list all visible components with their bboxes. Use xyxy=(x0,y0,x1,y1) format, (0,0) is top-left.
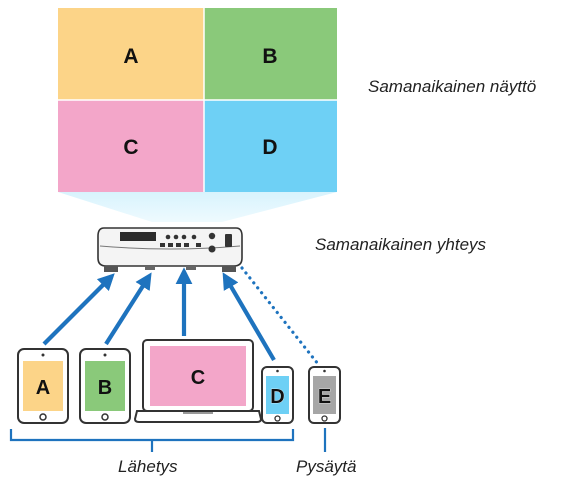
tablet-a-screen xyxy=(23,361,63,411)
screen-quadrant-b-label: B xyxy=(262,45,277,68)
phone-d-label: D xyxy=(270,386,284,408)
phone-e: E xyxy=(308,366,341,424)
projection-beam xyxy=(58,192,337,222)
laptop-c: C xyxy=(133,339,263,423)
screen-quadrant-a xyxy=(58,8,204,100)
laptop-c-label: C xyxy=(191,367,205,389)
tablet-b-screen xyxy=(85,361,125,411)
laptop-c-screen xyxy=(150,346,246,406)
send-group-bracket xyxy=(9,429,295,452)
simultaneous-display-caption: Samanaikainen näyttö xyxy=(368,77,537,96)
phone-d-screen xyxy=(266,376,289,414)
tablet-a: A xyxy=(17,348,69,424)
simultaneous-connection-caption: Samanaikainen yhteys xyxy=(315,235,487,254)
screen-quadrant-d-label: D xyxy=(262,136,277,159)
stop-group-label: Pysäytä xyxy=(296,457,357,476)
arrow-phone-d xyxy=(222,272,276,362)
tablet-b: B xyxy=(79,348,131,424)
tablet-b-label: B xyxy=(98,377,112,399)
phone-d: D xyxy=(261,366,294,424)
projection-screen: A B C D xyxy=(58,8,337,192)
screen-quadrant-a-label: A xyxy=(123,45,138,68)
tablet-a-label: A xyxy=(36,377,50,399)
phone-e-label: E xyxy=(318,386,331,408)
connection-arrows xyxy=(42,267,276,362)
arrow-tablet-a xyxy=(42,273,115,346)
screen-quadrant-c xyxy=(58,100,204,192)
phone-e-screen xyxy=(313,376,336,414)
send-group-label: Lähetys xyxy=(118,457,178,476)
arrow-tablet-b xyxy=(104,272,152,346)
dotted-link-phone-e xyxy=(240,266,320,366)
screen-quadrant-d xyxy=(204,100,337,192)
projector xyxy=(97,227,243,272)
screen-quadrant-c-label: C xyxy=(123,136,138,159)
screen-quadrant-b xyxy=(204,8,337,100)
